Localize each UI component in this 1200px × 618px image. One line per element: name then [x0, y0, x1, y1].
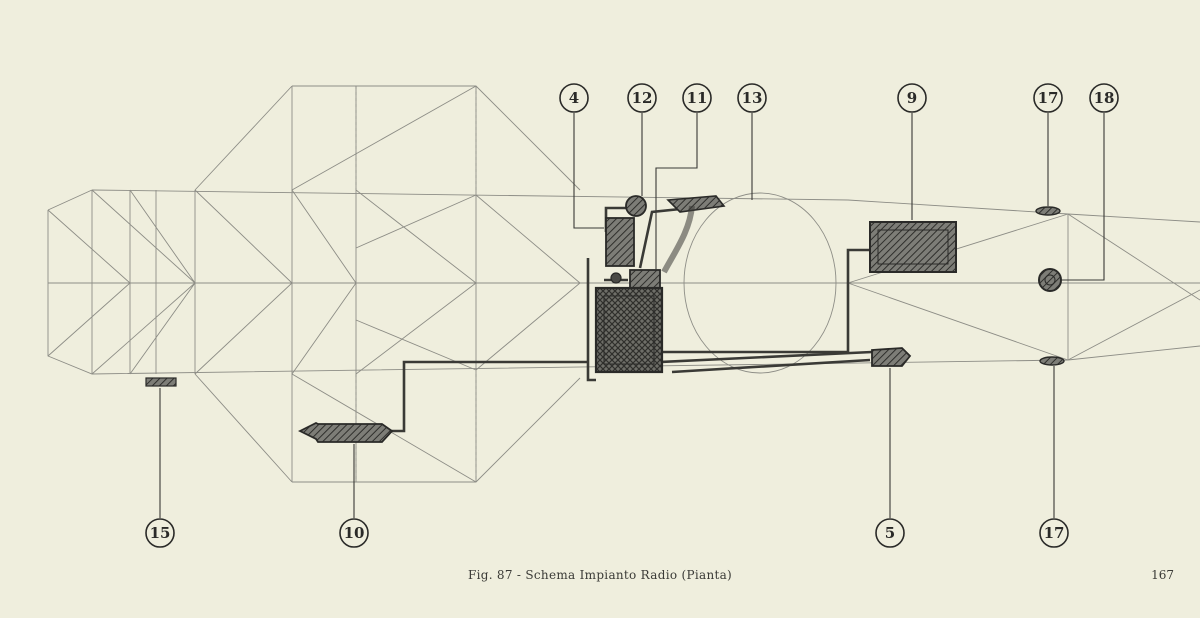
callout-18: 18 — [1089, 83, 1119, 113]
components — [145, 195, 1065, 443]
figure-caption: Fig. 87 - Schema Impianto Radio (Pianta) — [467, 568, 733, 582]
component-17-top — [1035, 206, 1061, 216]
callout-17-bottom: 17 — [1039, 518, 1069, 548]
callout-circle — [559, 83, 589, 113]
callout-number: 13 — [742, 89, 763, 107]
component-17-bottom — [1039, 356, 1065, 366]
callout-circle — [1033, 83, 1063, 113]
callout-number: 5 — [885, 524, 895, 542]
callout-13: 13 — [737, 83, 767, 113]
callout-circle — [897, 83, 927, 113]
callout-15: 15 — [145, 518, 175, 548]
callout-number: 18 — [1094, 89, 1115, 107]
callout-10: 10 — [339, 518, 369, 548]
component-4 — [605, 217, 635, 267]
leader-lines — [159, 113, 1105, 518]
callout-number: 17 — [1038, 89, 1059, 107]
callout-12: 12 — [627, 83, 657, 113]
callout-circle — [1089, 83, 1119, 113]
component-13 — [666, 195, 726, 213]
component-18 — [1038, 268, 1062, 292]
callout-labels: 4 12 11 13 9 17 18 15 10 5 17 — [145, 83, 1119, 548]
component-15 — [145, 377, 177, 387]
callout-11: 11 — [682, 83, 712, 113]
callout-circle — [1039, 518, 1069, 548]
callout-circle — [737, 83, 767, 113]
component-10 — [297, 421, 394, 443]
callout-number: 4 — [569, 89, 579, 107]
callout-number: 12 — [632, 89, 653, 107]
callout-number: 17 — [1044, 524, 1065, 542]
callout-circle — [339, 518, 369, 548]
component-5 — [871, 347, 912, 367]
callout-number: 11 — [687, 89, 708, 107]
callout-circle — [682, 83, 712, 113]
callout-circle — [145, 518, 175, 548]
callout-circle — [627, 83, 657, 113]
component-12 — [625, 195, 647, 217]
page-number: 167 — [1151, 568, 1174, 582]
callout-circle — [875, 518, 905, 548]
callout-number: 9 — [907, 89, 917, 107]
callout-5: 5 — [875, 518, 905, 548]
callout-17-top: 17 — [1033, 83, 1063, 113]
callout-number: 15 — [150, 524, 171, 542]
fuselage-structure — [47, 85, 1200, 483]
callout-4: 4 — [559, 83, 589, 113]
callout-number: 10 — [344, 524, 365, 542]
component-main-block — [594, 286, 664, 374]
callout-9: 9 — [897, 83, 927, 113]
